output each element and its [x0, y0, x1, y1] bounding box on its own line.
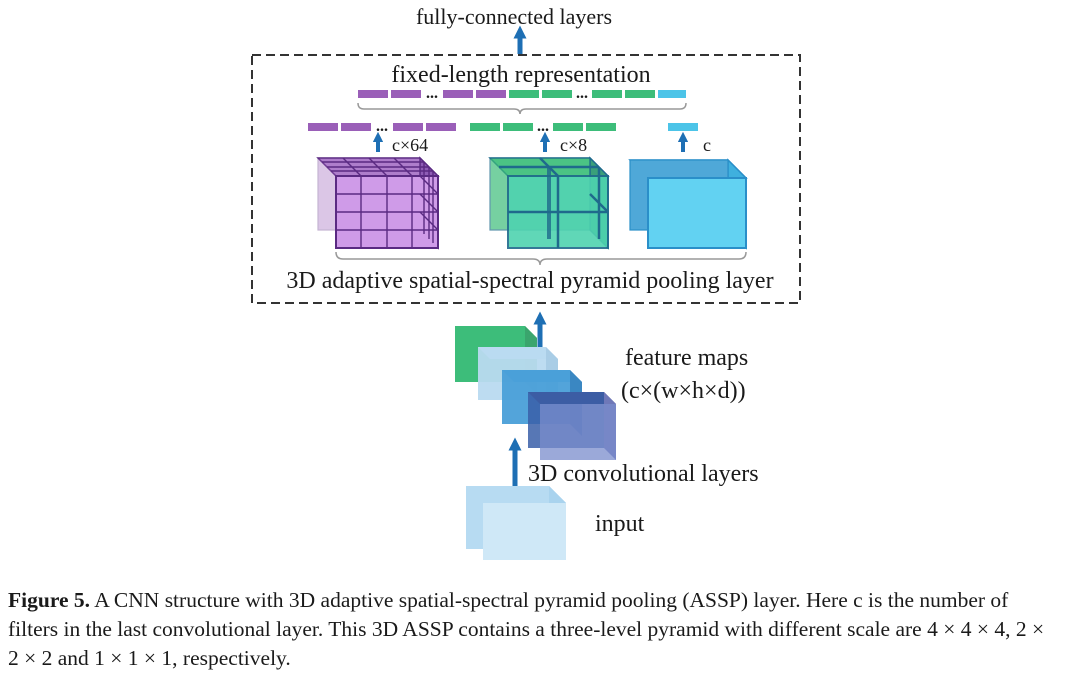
cube-4x4x4: [316, 156, 440, 250]
level-8-ellipsis: ...: [537, 118, 549, 135]
assp-dashed-box: [251, 54, 801, 304]
pyramid-brace: [335, 251, 747, 266]
fixed-brace: [357, 102, 687, 115]
input-cube: [466, 486, 566, 560]
fixed-bar-ellipsis-1: ...: [426, 85, 438, 102]
level-64-ellipsis: ...: [376, 118, 388, 135]
figure-number: Figure 5.: [8, 588, 91, 612]
conv-layers-label: 3D convolutional layers: [528, 461, 759, 487]
c-times-64-label: c×64: [392, 135, 428, 155]
level-bar-64: [308, 123, 456, 131]
fixed-length-bar: [358, 90, 686, 98]
assp-diagram: fully-connected layers fixed-length repr…: [251, 4, 801, 560]
level-bar-8: [470, 123, 616, 131]
fully-connected-label: fully-connected layers: [416, 4, 612, 29]
c-times-8-label: c×8: [560, 135, 587, 155]
cube-2x2x2: [488, 156, 610, 250]
caption-text: A CNN structure with 3D adaptive spatial…: [8, 588, 1045, 670]
input-label: input: [595, 511, 645, 537]
figure-caption: Figure 5. A CNN structure with 3D adapti…: [8, 586, 1060, 673]
assp-layer-label: 3D adaptive spatial-spectral pyramid poo…: [286, 268, 773, 294]
fixed-length-label: fixed-length representation: [391, 62, 650, 88]
c-label: c: [703, 135, 711, 155]
feature-maps-label: feature maps: [625, 345, 748, 371]
feature-maps-stack: [455, 326, 616, 460]
level-bar-1: [668, 123, 698, 131]
feature-maps-dims-label: (c×(w×h×d)): [621, 378, 746, 404]
cube-1x1x1: [628, 158, 748, 250]
fixed-bar-ellipsis-2: ...: [576, 85, 588, 102]
